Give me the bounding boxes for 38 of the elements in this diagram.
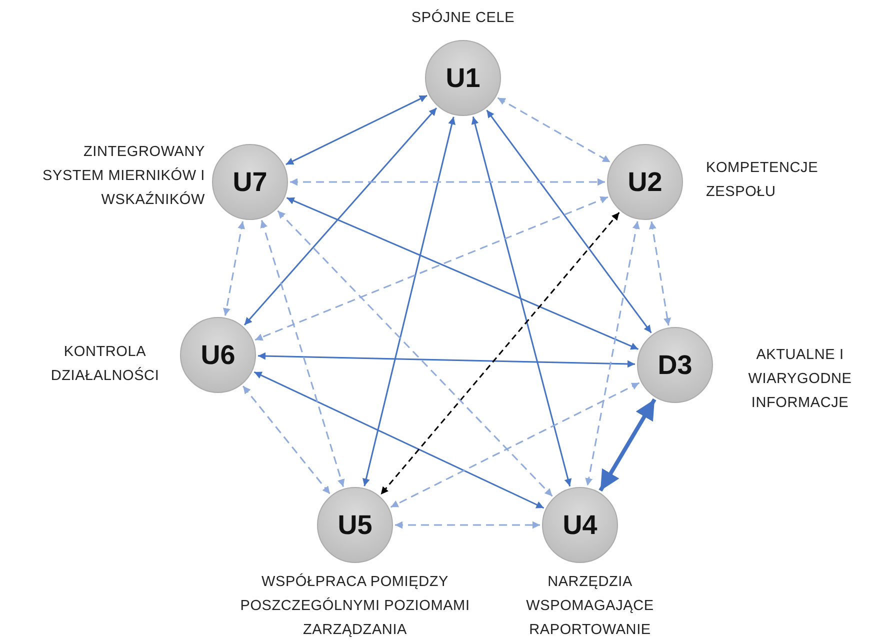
double-arrow (497, 97, 611, 163)
double-arrow (471, 116, 572, 486)
double-arrow (362, 116, 456, 486)
double-arrow (380, 212, 620, 495)
node-circle (425, 40, 501, 116)
node-caption: KOMPETENCJE ZESPOŁU (706, 159, 820, 202)
double-arrow (254, 196, 608, 341)
node-label: U5 (338, 510, 372, 540)
double-arrow (286, 197, 639, 350)
double-arrow (286, 94, 428, 166)
node-label: U1 (446, 62, 480, 94)
node-label: U7 (232, 166, 268, 198)
node-caption: KONTROLA DZIAŁALNOŚCI (50, 343, 160, 386)
double-arrow (648, 221, 672, 326)
node-caption: NARZĘDZIA WSPOMAGAJĄCE RAPORTOWANIE (525, 573, 655, 640)
double-arrow (390, 382, 640, 508)
node-caption: ZINTEGROWANY SYSTEM MIERNIKÓW I WSKAŹNIKÓW (42, 143, 205, 210)
node-label: D3 (658, 350, 692, 380)
node-label: U2 (628, 166, 662, 198)
double-arrow (254, 371, 544, 509)
double-arrow (598, 398, 656, 492)
double-arrow (244, 107, 438, 326)
double-arrow (258, 352, 636, 368)
double-arrow (395, 521, 540, 529)
node-label: U4 (562, 510, 598, 540)
double-arrow (222, 221, 246, 316)
double-arrow (290, 178, 605, 186)
double-arrow (260, 220, 345, 487)
node-circle (637, 327, 713, 403)
node-circle (180, 317, 256, 393)
node-caption: AKTUALNE I WIARYGODNE INFORMACJE (747, 346, 853, 413)
node-label: U6 (200, 340, 236, 370)
double-arrow (486, 110, 652, 334)
node-caption: WSPÓŁPRACA POMIĘDZY POSZCZEGÓLNYMI POZIOMAMI ZARZĄDZANIA (239, 572, 471, 640)
node-caption: SPÓJNE CELE (410, 8, 516, 28)
double-arrow (585, 221, 640, 486)
double-arrow (242, 386, 330, 494)
double-arrow (277, 210, 553, 497)
